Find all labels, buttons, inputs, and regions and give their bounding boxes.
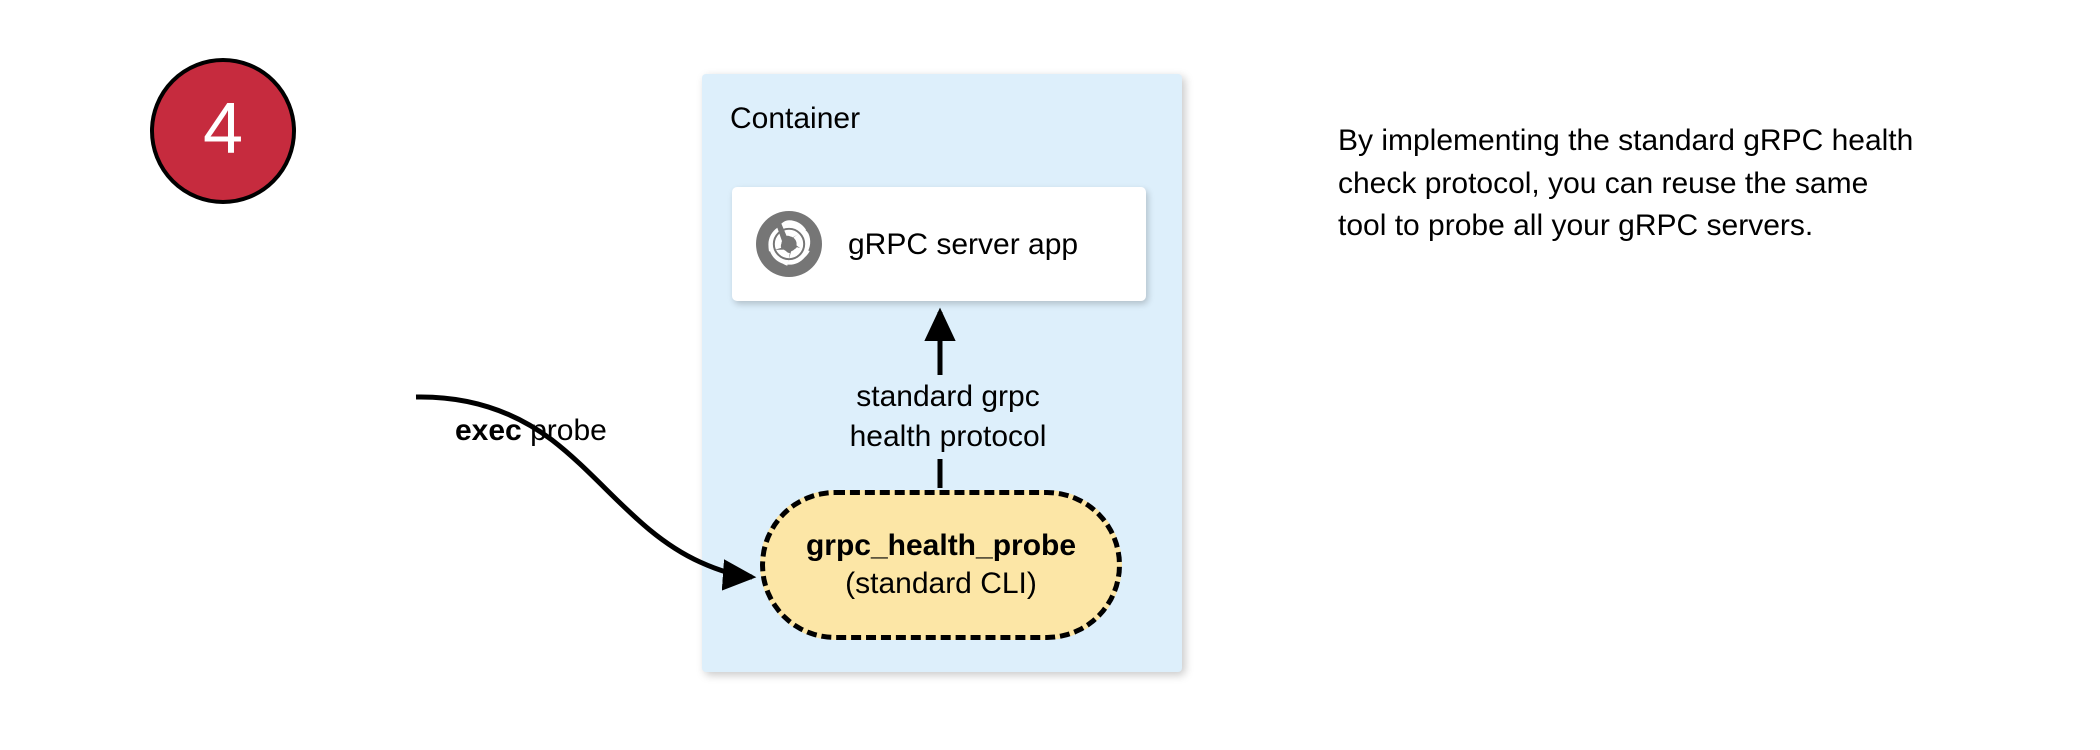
health-protocol-edge-label-line2: health protocol (849, 419, 1047, 453)
exec-probe-edge-label-rest: probe (521, 414, 607, 447)
health-protocol-edge-label: standard grpc health protocol (838, 375, 1058, 459)
grpc-health-probe-name: grpc_health_probe (805, 529, 1077, 562)
health-protocol-edge-label-line1: standard grpc (856, 380, 1040, 413)
grpc-server-app-label: gRPC server app (848, 227, 1079, 261)
exec-probe-edge-label-bold: exec (455, 414, 522, 447)
step-number-badge: 4 (150, 58, 296, 204)
container-title: Container (730, 102, 861, 135)
grpc-health-probe-node: grpc_health_probe (standard CLI) (760, 490, 1122, 640)
caption-text: By implementing the standard gRPC health… (1338, 124, 1914, 243)
exec-probe-edge-label: exec probe (455, 414, 607, 447)
grpc-health-probe-subtitle: (standard CLI) (845, 567, 1037, 600)
step-number-label: 4 (202, 89, 244, 169)
grpc-server-app-card: gRPC server app (732, 187, 1146, 301)
grpc-aperture-icon (756, 211, 822, 277)
